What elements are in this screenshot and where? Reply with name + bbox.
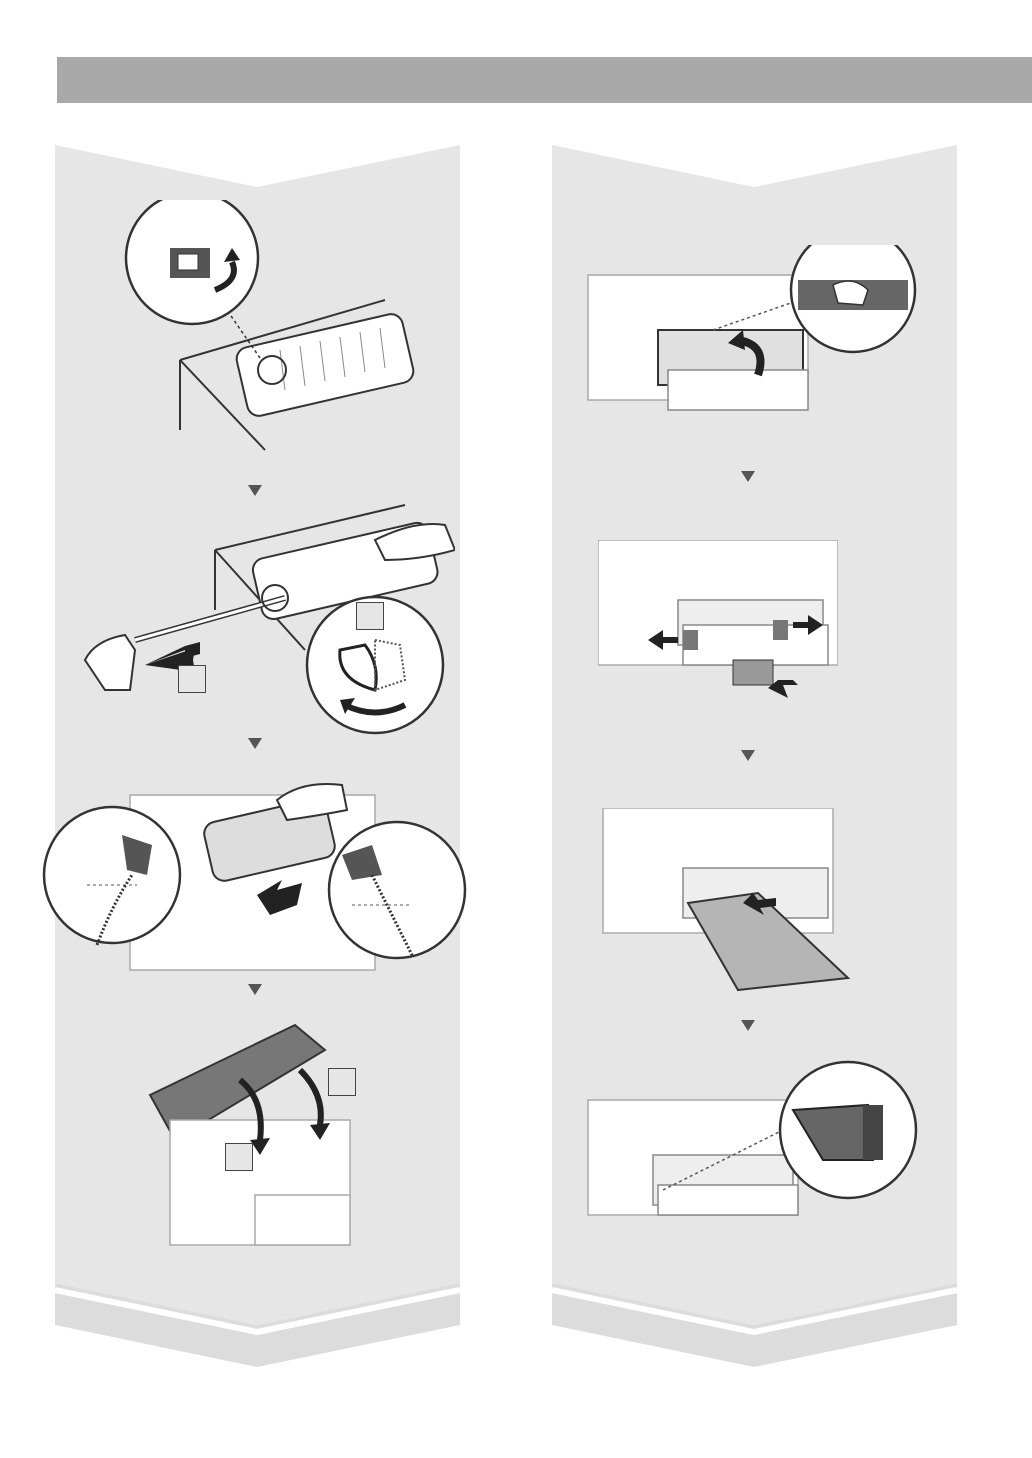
- illustration-pull-sealing-tape: [75, 500, 455, 740]
- step-arrow-6: [741, 1020, 755, 1031]
- step-arrow-4: [741, 471, 755, 482]
- step-arrow-3: [248, 984, 262, 995]
- callout-label-lower-cover: [225, 1143, 253, 1171]
- illustration-check-paper-limit: [583, 1060, 923, 1230]
- section-header-bar: [57, 57, 1032, 103]
- illustration-insert-cartridge: [42, 765, 467, 975]
- illustration-slide-paper-guides: [598, 540, 838, 710]
- illustration-load-paper: [598, 808, 858, 993]
- callout-label-rotate: [356, 602, 384, 630]
- illustration-open-tray-cover: [583, 245, 923, 420]
- callout-label-pull: [178, 665, 206, 693]
- step-arrow-5: [741, 750, 755, 761]
- illustration-remove-packing-tab: [120, 200, 420, 460]
- illustration-close-scanner-cover: [145, 1020, 365, 1260]
- step-arrow-2: [248, 738, 262, 749]
- step-arrow-1: [248, 485, 262, 496]
- callout-label-close-scanner: [328, 1068, 356, 1096]
